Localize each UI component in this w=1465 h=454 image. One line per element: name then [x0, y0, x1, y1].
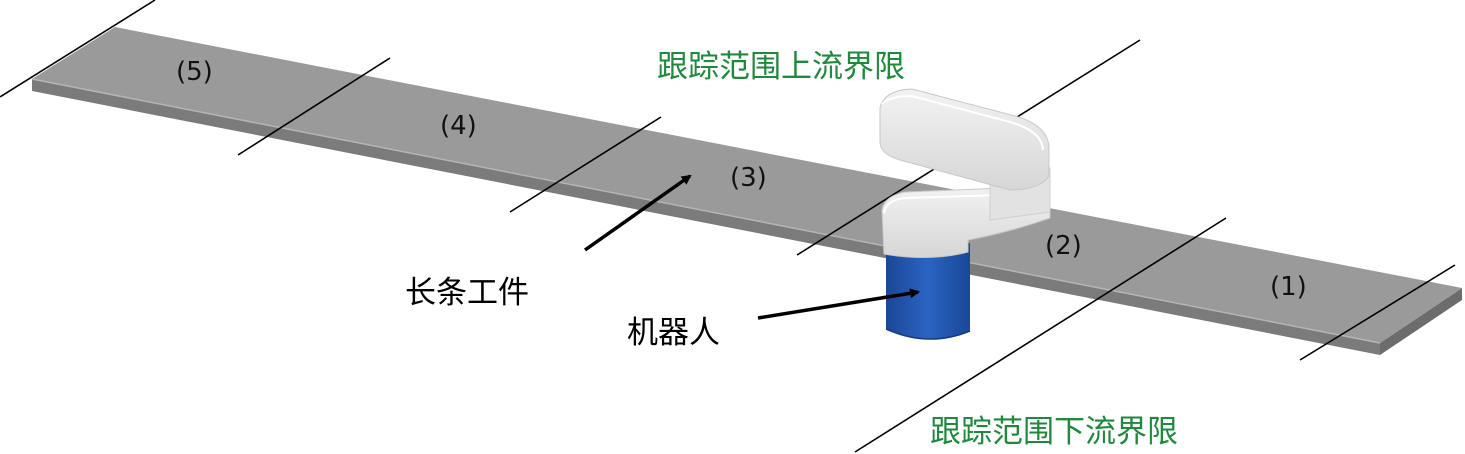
robot-label: 机器人	[627, 315, 720, 351]
workpiece-arrow	[583, 174, 692, 252]
robot-arrow	[757, 288, 920, 320]
workpiece-end-face	[1380, 288, 1462, 355]
robot-upper-arm	[879, 88, 1050, 191]
workpiece-side-face	[32, 79, 1380, 355]
downstream-limit-label: 跟踪范围下流界限	[930, 414, 1178, 450]
segment-labels: (5) (4) (3) (2) (1)	[176, 57, 1307, 302]
divider-line	[509, 116, 662, 213]
divider-line	[237, 57, 391, 156]
workpiece-edge-highlight	[31, 78, 1381, 344]
workpiece-top-face	[32, 27, 1462, 343]
downstream-limit-line	[854, 217, 1227, 453]
upstream-limit-label: 跟踪范围上流界限	[657, 49, 905, 85]
segment-label-4: (4)	[440, 111, 477, 141]
robot-base	[885, 243, 971, 340]
segment-label-3: (3)	[730, 163, 767, 193]
segment-label-1: (1)	[1270, 272, 1307, 302]
segment-label-2: (2)	[1045, 231, 1082, 261]
divider-line	[0, 0, 156, 98]
workpiece-label: 长条工件	[405, 275, 529, 311]
long-workpiece	[31, 27, 1462, 355]
scara-robot	[879, 88, 1051, 340]
segment-label-5: (5)	[176, 57, 213, 87]
divider-line	[1299, 264, 1456, 361]
